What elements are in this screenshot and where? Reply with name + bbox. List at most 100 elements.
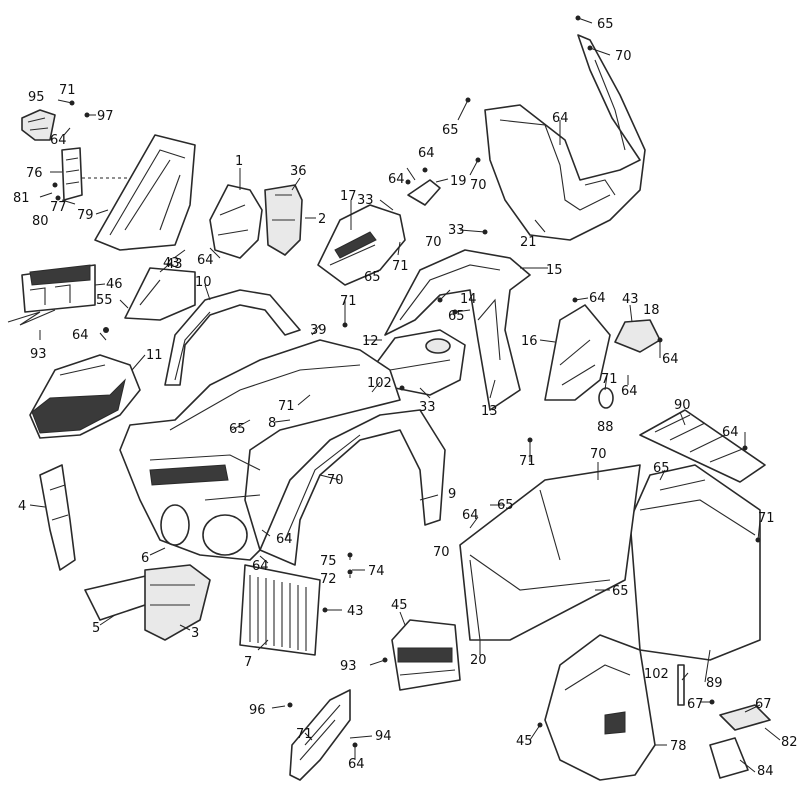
callout-65: 65: [229, 422, 246, 437]
part-84-plate: [709, 737, 749, 779]
callout-70: 70: [615, 49, 632, 64]
callout-78: 78: [670, 739, 687, 754]
callout-33: 33: [357, 193, 374, 208]
callout-65: 65: [597, 17, 614, 32]
part-78-lower-cover: [544, 634, 656, 781]
part-9-fender-flare: [259, 409, 446, 566]
callout-65: 65: [442, 123, 459, 138]
callout-18: 18: [643, 303, 660, 318]
part-16-rear-bracket: [544, 304, 611, 401]
callout-72: 72: [320, 572, 337, 587]
callout-67: 67: [687, 697, 704, 712]
callout-71: 71: [59, 83, 76, 98]
callout-82: 82: [781, 735, 798, 750]
callout-80: 80: [32, 214, 49, 229]
part-19-bolt-set: [405, 167, 441, 206]
callout-20: 20: [470, 653, 487, 668]
part-1-bracket: [209, 184, 263, 259]
part-45-fuel-box: [391, 619, 461, 691]
part-18-guard: [598, 319, 661, 409]
callout-1: 1: [235, 154, 243, 169]
part-21-rear-fender-top: [484, 34, 646, 241]
callout-7: 7: [244, 655, 252, 670]
callout-64: 64: [50, 133, 67, 148]
callout-17: 17: [340, 189, 357, 204]
part-55-windshield: [124, 267, 196, 321]
callout-6: 6: [141, 551, 149, 566]
callout-95: 95: [28, 90, 45, 105]
callout-71: 71: [392, 259, 409, 274]
callout-84: 84: [757, 764, 774, 779]
callout-65: 65: [497, 498, 514, 513]
part-95-bracket: [21, 100, 90, 141]
callout-10: 10: [195, 275, 212, 290]
callout-64: 64: [72, 328, 89, 343]
callout-55: 55: [96, 293, 113, 308]
callout-19: 19: [450, 174, 467, 189]
part-17-dash-panel: [317, 204, 406, 286]
callout-70: 70: [425, 235, 442, 250]
callout-64: 64: [662, 352, 679, 367]
part-79-rear-cover: [94, 134, 196, 251]
part-11-seat: [29, 354, 141, 439]
callout-102: 102: [644, 667, 669, 682]
callout-74: 74: [368, 564, 385, 579]
part-7-radiator: [239, 564, 321, 656]
callout-64: 64: [276, 532, 293, 547]
part-4-side-strip: [39, 464, 76, 571]
callout-64: 64: [348, 757, 365, 772]
part-89-rear-box: [629, 464, 761, 661]
part-46-box: [7, 264, 96, 326]
callout-43: 43: [163, 256, 180, 271]
callout-43: 43: [347, 604, 364, 619]
callout-46: 46: [106, 277, 123, 292]
callout-71: 71: [601, 372, 618, 387]
callout-64: 64: [462, 508, 479, 523]
callout-71: 71: [296, 727, 313, 742]
callout-21: 21: [520, 235, 537, 250]
callout-64: 64: [252, 559, 269, 574]
part-15-rear-side-panel: [384, 249, 531, 411]
part-77-reflector: [52, 147, 135, 201]
callout-9: 9: [448, 487, 456, 502]
callout-labels: 65 70 64 65 70 21 95 71 97 64 76 81 77 8…: [13, 17, 798, 779]
callout-65: 65: [364, 270, 381, 285]
callout-67: 67: [755, 697, 772, 712]
callout-70: 70: [433, 545, 450, 560]
callout-76: 76: [26, 166, 43, 181]
part-10-front-fender: [164, 289, 301, 386]
callout-64: 64: [589, 291, 606, 306]
part-102-rod: [677, 664, 685, 706]
callout-43: 43: [622, 292, 639, 307]
callout-65: 65: [612, 584, 629, 599]
part-88-grommet: [598, 387, 614, 409]
callout-2: 2: [318, 212, 326, 227]
callout-43: 43: [166, 257, 183, 272]
fastener-dots: [103, 15, 761, 748]
callout-33: 33: [448, 223, 465, 238]
callout-89: 89: [706, 676, 723, 691]
callout-36: 36: [290, 164, 307, 179]
callout-11: 11: [146, 348, 163, 363]
callout-64: 64: [197, 253, 214, 268]
callout-93: 93: [340, 659, 357, 674]
callout-15: 15: [546, 263, 563, 278]
callout-64: 64: [621, 384, 638, 399]
leader-lines: [29, 17, 781, 773]
callout-71: 71: [519, 454, 536, 469]
callout-64: 64: [722, 425, 739, 440]
callout-45: 45: [516, 734, 533, 749]
callout-97: 97: [97, 109, 114, 124]
callout-64: 64: [388, 172, 405, 187]
callout-71: 71: [340, 294, 357, 309]
callout-4: 4: [18, 499, 26, 514]
callout-64: 64: [552, 111, 569, 126]
callout-77: 77: [50, 200, 67, 215]
callout-3: 3: [191, 626, 199, 641]
callout-8: 8: [268, 416, 276, 431]
callout-70: 70: [470, 178, 487, 193]
callout-75: 75: [320, 554, 337, 569]
callout-70: 70: [590, 447, 607, 462]
